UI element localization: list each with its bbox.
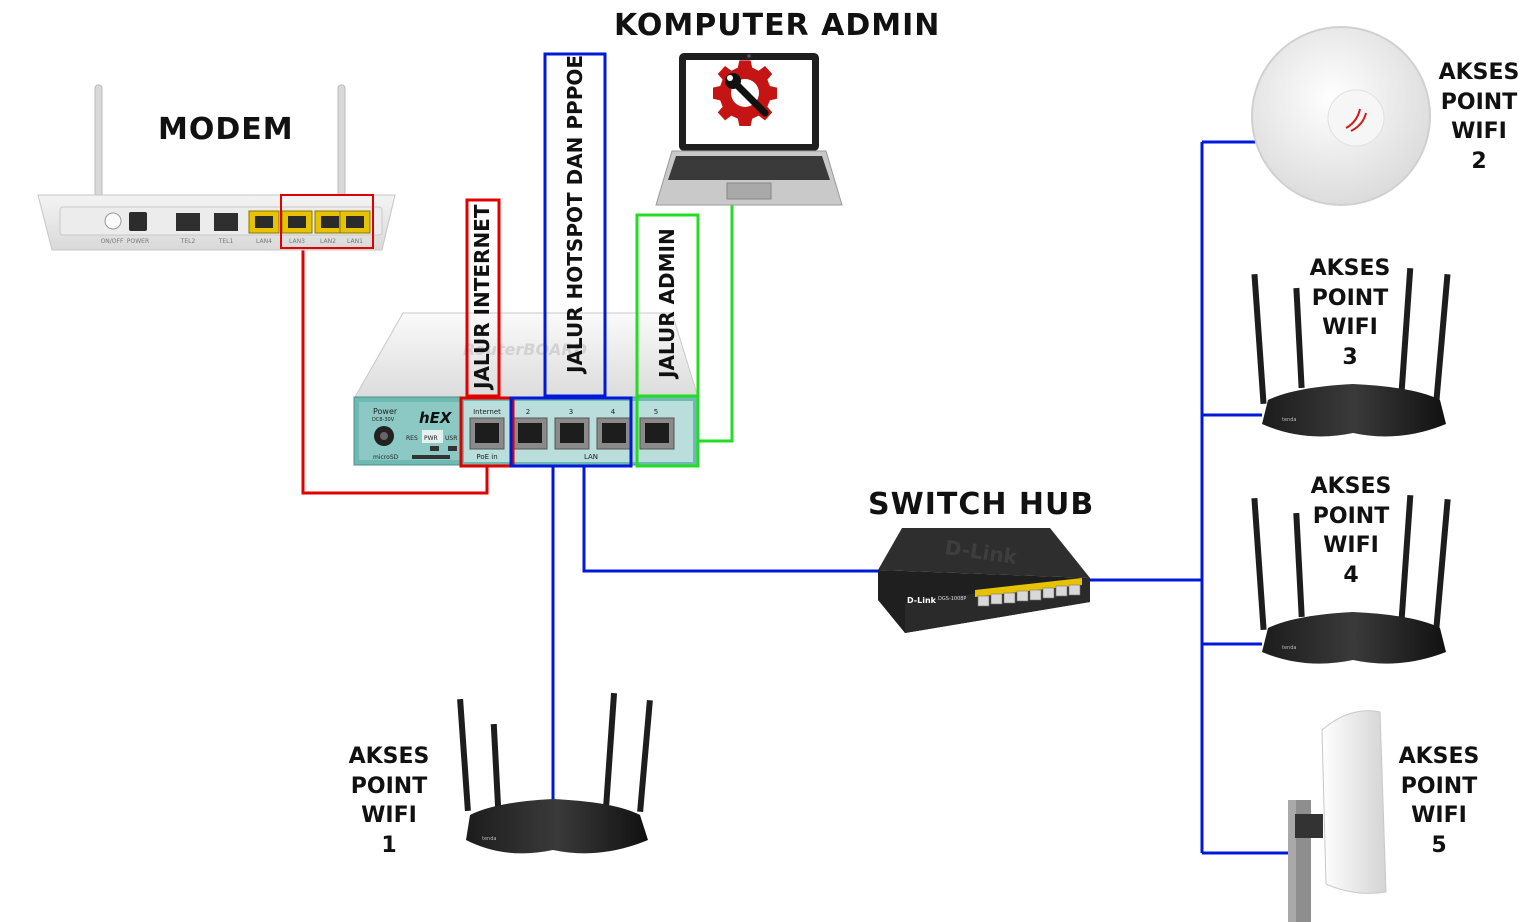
ap4-label-line4: 4 <box>1343 562 1359 588</box>
ap4-brand: tenda <box>1282 645 1296 651</box>
modem-lan3-label: LAN3 <box>289 238 305 245</box>
ap5-label: AKSES POINT WIFI 5 <box>1384 742 1494 860</box>
ap4-label: AKSES POINT WIFI 4 <box>1296 472 1406 590</box>
modem-title: MODEM <box>158 112 294 147</box>
router-res-label: RES <box>406 435 418 442</box>
internet-label-box <box>465 198 501 398</box>
ap4-label-line3: WIFI <box>1323 533 1379 558</box>
hotspot-label-box <box>543 52 607 398</box>
ap3-label-line3: WIFI <box>1322 315 1378 340</box>
ap3-brand: tenda <box>1282 417 1296 423</box>
modem-lan4-label: LAN4 <box>256 238 272 245</box>
ap1-label-line3: WIFI <box>361 803 417 828</box>
ap4-label-line2: POINT <box>1312 503 1390 529</box>
ap1-router: tenda <box>457 692 653 854</box>
ap4-router: tenda <box>1251 494 1451 664</box>
ap4-label-line1: AKSES <box>1310 474 1392 499</box>
modem-lan2-label: LAN2 <box>320 238 336 245</box>
admin-label-box <box>635 213 700 398</box>
ap2-disc <box>1251 26 1431 206</box>
modem-power-label: POWER <box>127 238 149 245</box>
switch-model: DGS-1008P <box>938 596 966 602</box>
ap3-label-line4: 3 <box>1342 344 1358 370</box>
ap5-label-line3: WIFI <box>1411 803 1467 828</box>
ap3-label: AKSES POINT WIFI 3 <box>1295 254 1405 372</box>
ap2-label-line1: AKSES <box>1438 60 1520 85</box>
router-usr-label: USR <box>445 435 457 442</box>
router-port5-label: 5 <box>654 408 658 416</box>
modem-lan1-label: LAN1 <box>347 238 363 245</box>
router-brand: RouterBOARD <box>463 340 587 359</box>
ap2-label-line2: POINT <box>1440 89 1518 115</box>
router-internet-label: Internet <box>473 408 501 416</box>
switch-ports <box>977 584 1081 607</box>
ap2-label-line4: 2 <box>1471 148 1487 174</box>
ap2-label-line3: WIFI <box>1451 119 1507 144</box>
router-hex: RouterBOARD Power DC8-30V hEX RES PWR US… <box>353 312 699 466</box>
ap3-label-line2: POINT <box>1311 285 1389 311</box>
hotspot-ports-box <box>509 396 633 468</box>
router-model-label: hEX <box>419 409 453 427</box>
router-poein-label: PoE in <box>476 453 497 461</box>
laptop-title: KOMPUTER ADMIN <box>614 8 941 43</box>
modem-tel2-label: TEL2 <box>180 238 196 245</box>
modem-tel1-label: TEL1 <box>218 238 234 245</box>
switch-title: SWITCH HUB <box>868 487 1095 522</box>
router-port3-label: 3 <box>569 408 573 416</box>
router-dc-label: DC8-30V <box>372 417 395 423</box>
router-microsd-label: microSD <box>373 454 399 461</box>
modem: ON/OFF POWER TEL2 TEL1 LAN4 LAN3 LAN2 LA… <box>37 84 396 251</box>
admin-cable <box>698 200 734 443</box>
router-port2-label: 2 <box>526 408 530 416</box>
modem-lan-highlight <box>280 194 374 249</box>
ap1-brand: tenda <box>482 836 496 842</box>
ap1-label: AKSES POINT WIFI 1 <box>334 742 444 860</box>
ap3-label-line1: AKSES <box>1309 256 1391 281</box>
ap1-label-line4: 1 <box>381 832 397 858</box>
modem-onoff-label: ON/OFF <box>101 238 124 245</box>
router-port4-label: 4 <box>611 408 616 416</box>
gear-wrench-icon <box>713 60 777 126</box>
jalur-internet-label: JALUR INTERNET <box>470 204 494 389</box>
ap3-router: tenda <box>1251 267 1451 437</box>
internet-cable <box>301 249 489 495</box>
ap1-label-line1: AKSES <box>348 744 430 769</box>
lan-cable-switch <box>582 466 878 573</box>
ap1-label-line2: POINT <box>350 773 428 799</box>
ap5-sector <box>1288 710 1387 922</box>
ap5-label-line2: POINT <box>1400 773 1478 799</box>
router-pwr-label: PWR <box>424 435 438 442</box>
ap2-label: AKSES POINT WIFI 2 <box>1424 58 1534 176</box>
internet-port-box <box>459 396 515 468</box>
switch-brand: D-Link <box>907 596 937 605</box>
laptop <box>655 53 843 206</box>
jalur-hotspot-label: JALUR HOTSPOT DAN PPPOE <box>563 54 587 373</box>
router-lan-label: LAN <box>584 453 598 461</box>
ap5-label-line4: 5 <box>1431 832 1447 858</box>
router-power-label: Power <box>373 407 398 416</box>
jalur-admin-label: JALUR ADMIN <box>655 228 679 378</box>
switch-hub: D-Link D-Link DGS-1008P <box>878 528 1090 633</box>
ap5-label-line1: AKSES <box>1398 744 1480 769</box>
